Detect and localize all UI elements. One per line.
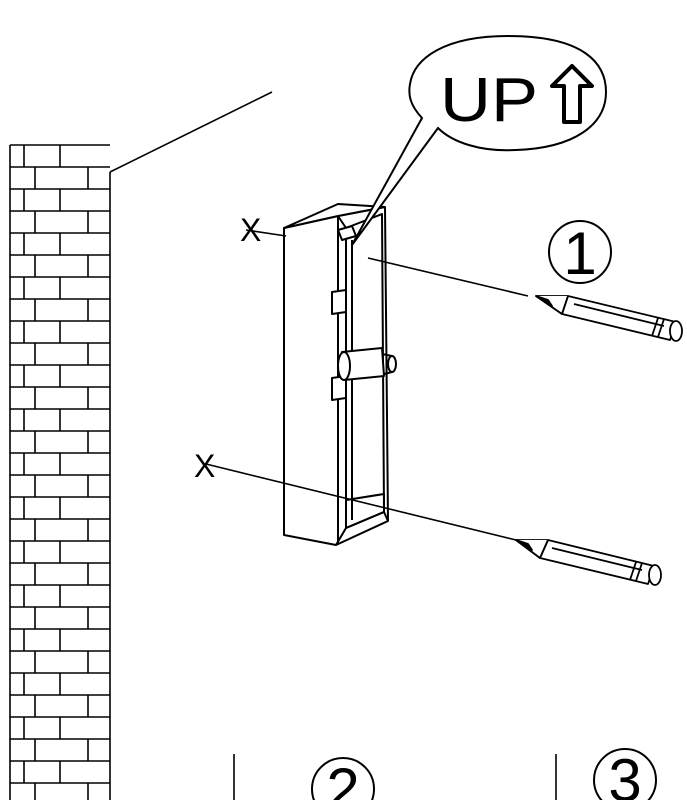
- brick-wall: [9, 144, 111, 800]
- step-3-number: 3: [608, 747, 641, 800]
- up-callout: UP: [351, 34, 608, 246]
- guide-line-bottom: [205, 463, 521, 542]
- step-1-marker: 1: [548, 220, 612, 287]
- mounting-box: [283, 203, 397, 546]
- drill-mark-bottom: X: [194, 448, 215, 484]
- guide-line-top: [367, 257, 529, 297]
- step-2-marker: 2: [311, 756, 375, 805]
- step-1-number: 1: [563, 220, 596, 287]
- mark-line-top: [245, 229, 287, 237]
- pencil-icon: [535, 295, 683, 342]
- up-arrow-icon: [550, 64, 594, 124]
- pencil-icon: [515, 539, 662, 586]
- drill-mark-top: X: [240, 212, 261, 248]
- step-3-marker: 3: [593, 747, 657, 805]
- wall-edge: [109, 91, 273, 173]
- step-2-number: 2: [326, 756, 359, 800]
- up-label: UP: [440, 66, 538, 135]
